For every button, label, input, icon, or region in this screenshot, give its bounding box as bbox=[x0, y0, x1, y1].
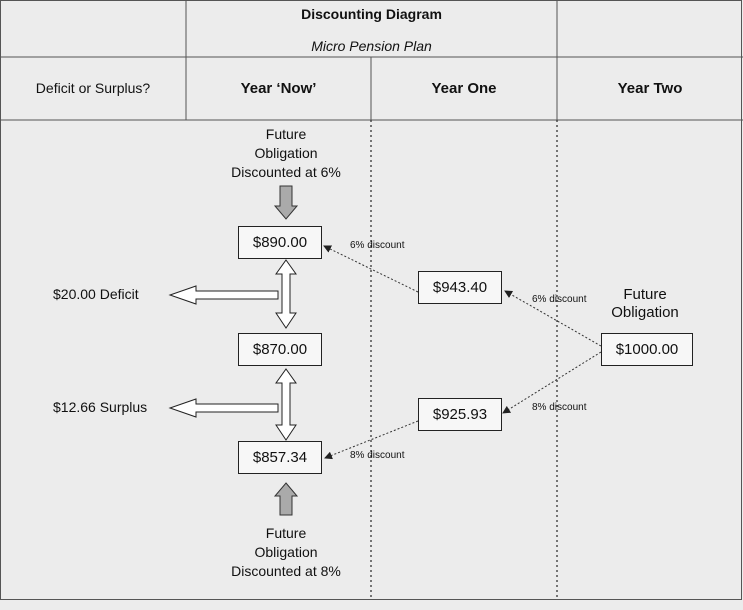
col-header-year-now: Year ‘Now’ bbox=[240, 80, 317, 97]
future-obligation-label: Future Obligation bbox=[590, 286, 700, 322]
arrow-y2-to-y1-8 bbox=[502, 351, 602, 414]
value-box-now-mid: $870.00 bbox=[238, 333, 322, 366]
value-box-year1-8: $925.93 bbox=[418, 398, 502, 431]
value-box-now-6: $890.00 bbox=[238, 226, 322, 259]
note-bottom-line-2: Obligation bbox=[254, 544, 318, 560]
arrow-label-y1-now-6: 6% discount bbox=[350, 240, 405, 251]
arrow-y1-to-now-6 bbox=[323, 245, 419, 293]
diagram-subtitle: Micro Pension Plan bbox=[311, 38, 432, 54]
up-arrow-icon bbox=[273, 482, 299, 516]
arrow-label-y1-now-8: 8% discount bbox=[350, 450, 405, 461]
value-box-year1-6: $943.40 bbox=[418, 271, 502, 304]
note-top: Future Obligation Discounted at 6% bbox=[186, 125, 386, 182]
arrow-y2-to-y1-6 bbox=[504, 290, 602, 347]
value-box-year2: $1000.00 bbox=[601, 333, 693, 366]
note-bottom-line-3: Discounted at 8% bbox=[231, 563, 341, 579]
future-obligation-line-1: Future bbox=[623, 286, 667, 303]
arrow-y1-to-now-8 bbox=[324, 420, 419, 460]
col-header-year-one: Year One bbox=[431, 80, 497, 97]
down-arrow-icon bbox=[273, 185, 299, 220]
future-obligation-line-2: Obligation bbox=[611, 304, 679, 321]
note-bottom: Future Obligation Discounted at 8% bbox=[186, 524, 386, 581]
double-arrow-icon-upper bbox=[275, 259, 297, 329]
note-bottom-line-1: Future bbox=[265, 525, 307, 541]
note-top-line-1: Future bbox=[265, 126, 307, 142]
surplus-arrow-icon bbox=[168, 398, 279, 418]
value-box-now-8: $857.34 bbox=[238, 441, 322, 474]
note-top-line-3: Discounted at 6% bbox=[231, 164, 341, 180]
col-header-year-two: Year Two bbox=[617, 80, 683, 97]
row-header-deficit-surplus: Deficit or Surplus? bbox=[35, 80, 151, 96]
surplus-label: $12.66 Surplus bbox=[53, 399, 148, 415]
note-top-line-2: Obligation bbox=[254, 145, 318, 161]
double-arrow-icon-lower bbox=[275, 368, 297, 441]
arrow-label-y2-y1-6: 6% discount bbox=[532, 294, 587, 305]
deficit-arrow-icon bbox=[168, 285, 279, 305]
arrow-label-y2-y1-8: 8% discount bbox=[532, 402, 587, 413]
deficit-label: $20.00 Deficit bbox=[53, 286, 139, 302]
diagram-title: Discounting Diagram bbox=[301, 6, 442, 22]
